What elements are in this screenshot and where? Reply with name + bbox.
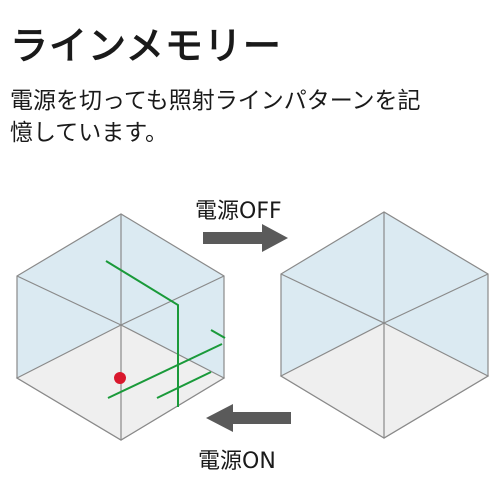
arrow-left-icon [206,404,291,432]
laser-vertical-line [105,260,179,407]
cube-inner-edge [280,273,385,324]
description-line-1: 電源を切っても照射ラインパターンを記 [10,88,421,114]
description: 電源を切っても照射ラインパターンを記 憶しています。 [10,85,490,149]
power-on-label: 電源ON [198,449,276,474]
power-off-arrow: 電源OFF [195,199,288,252]
page-title: ラインメモリー [10,24,282,68]
laser-cross-line [156,371,212,399]
cube-empty [279,211,490,439]
laser-point [114,372,126,384]
power-on-arrow: 電源ON [198,404,291,474]
description-line-2: 憶しています。 [10,120,169,146]
arrow-right-icon [203,224,288,252]
cube-with-laser-lines [15,213,226,441]
cube-inner-edge [383,273,489,324]
cube-inner-edge [16,275,122,326]
laser-cross-line [210,329,226,339]
laser-line-pattern [105,260,226,407]
laser-horizontal-line [107,343,223,399]
power-off-label: 電源OFF [195,199,282,224]
